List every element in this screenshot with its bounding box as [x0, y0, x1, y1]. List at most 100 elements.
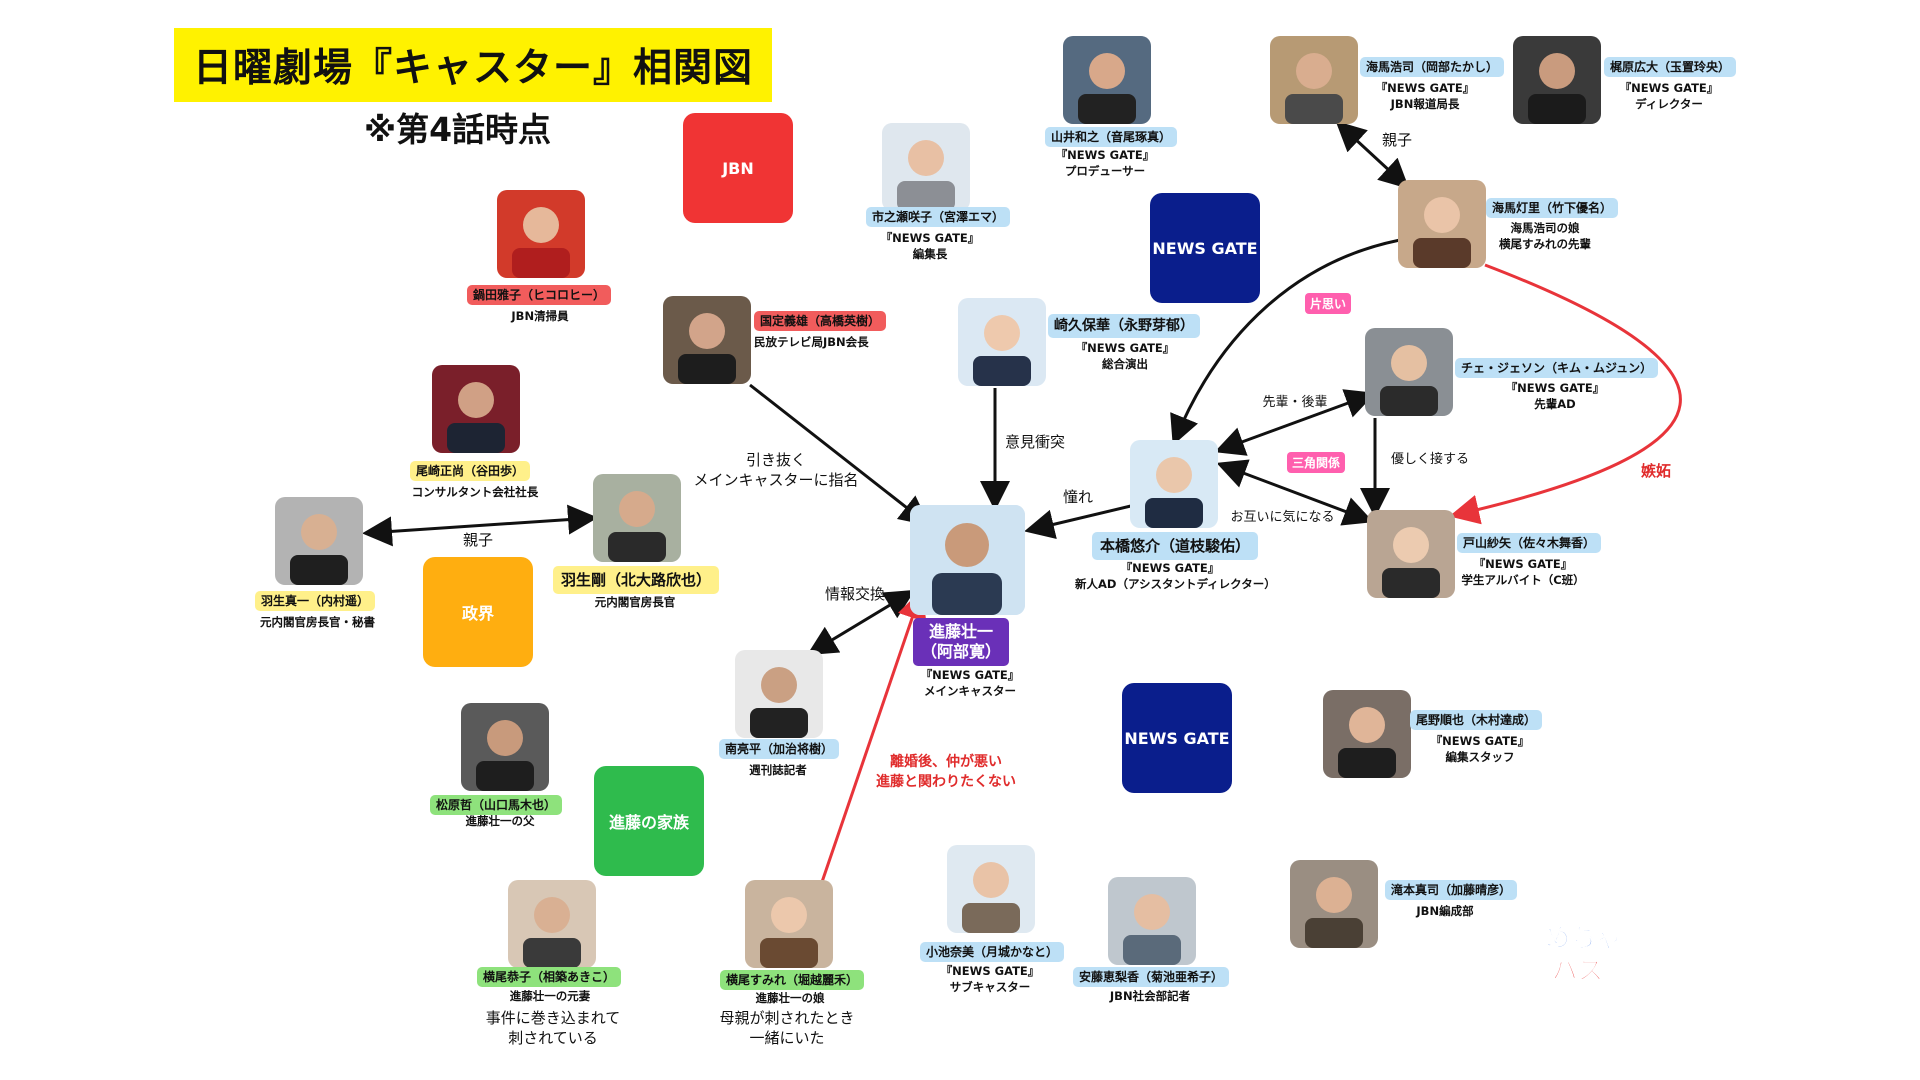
role-koike: 『NEWS GATE』 サブキャスター: [940, 964, 1040, 994]
name-kaiba-tomori: 海馬灯里（竹下優名）: [1486, 198, 1619, 218]
name-sakihisa: 崎久保華（永野芽郁）: [1048, 314, 1200, 338]
role-yokoo-sumire: 進藤壮一の娘: [755, 991, 825, 1005]
note-sumire: 母親が刺されたとき 一緒にいた: [719, 1009, 855, 1047]
role-kunisada: 民放テレビ局JBN会長: [754, 335, 869, 349]
chart-title: 日曜劇場『キャスター』相関図: [174, 28, 772, 102]
mechabuzz-logo: めちゃ バズ: [1540, 915, 1630, 987]
photo-kaiba-koji: [1270, 36, 1358, 124]
note-kyoko: 事件に巻き込まれて 刺されている: [485, 1009, 621, 1047]
label-sakihisa-shindo: 意見衝突: [1004, 433, 1065, 451]
arrow-kaiba-parent: [1335, 120, 1410, 190]
photo-yokoo-sumire: [745, 880, 833, 968]
photo-kunisada: [663, 296, 751, 384]
label-minami-shindo: 情報交換: [824, 585, 885, 603]
photo-yamai: [1063, 36, 1151, 124]
role-sakihisa: 『NEWS GATE』 総合演出: [1075, 341, 1175, 371]
name-toyama: 戸山紗矢（佐々木舞香）: [1457, 533, 1602, 553]
label-motohashi-shindo: 憧れ: [1062, 488, 1093, 506]
group-news-gate-1: NEWS GATE: [1150, 193, 1260, 303]
tag-sankaku: 三角関係: [1287, 452, 1346, 473]
arrow-motohashi-toyama: [1216, 459, 1374, 526]
arrow-choi-motohashi: [1214, 389, 1376, 456]
arrow-shitto: [1449, 263, 1682, 525]
name-kunisada: 国定義雄（高橋英樹）: [754, 311, 887, 331]
role-hanyu-shinichi: 元内閣官房長官・秘書: [260, 615, 375, 629]
group-family: 進藤の家族: [594, 766, 704, 876]
role-choi: 『NEWS GATE』 先輩AD: [1505, 381, 1605, 411]
arrow-kunisada-shindo: [749, 383, 930, 526]
photo-kaiba-tomori: [1398, 180, 1486, 268]
photo-hanyu-shinichi: [275, 497, 363, 585]
name-minami: 南亮平（加治将樹）: [719, 739, 840, 759]
name-koike: 小池奈美（月城かなと）: [920, 942, 1065, 962]
photo-ono: [1323, 690, 1411, 778]
chart-subtitle: ※第4話時点: [364, 110, 552, 149]
photo-takimoto: [1290, 860, 1378, 948]
role-shindo: 『NEWS GATE』 メインキャスター: [920, 668, 1020, 698]
role-matsubara: 進藤壮一の父: [465, 814, 535, 828]
arrow-sumire-shindo: [820, 589, 927, 883]
role-ozaki: コンサルタント会社社長: [411, 485, 539, 499]
role-kaiba-tomori: 海馬浩司の娘 横尾すみれの先輩: [1499, 221, 1591, 251]
photo-choi: [1365, 328, 1453, 416]
role-anjo: JBN社会部記者: [1109, 989, 1191, 1003]
name-kajiwara: 梶原広大（玉置玲央）: [1604, 57, 1737, 77]
name-yokoo-sumire: 横尾すみれ（堀越麗禾）: [720, 970, 865, 990]
name-choi: チェ・ジェソン（キム・ムジュン）: [1455, 358, 1659, 378]
arrow-kataomoi: [1170, 238, 1401, 446]
photo-yokoo-kyoko: [508, 880, 596, 968]
photo-kajiwara: [1513, 36, 1601, 124]
role-ichinose: 『NEWS GATE』 編集長: [880, 231, 980, 261]
photo-minami: [735, 650, 823, 738]
photo-anjo: [1108, 877, 1196, 965]
svg-text:バズ: バズ: [1552, 955, 1604, 985]
label-kunisada-shindo: 引き抜く メインキャスターに指名: [693, 451, 859, 489]
arrow-motohashi-shindo: [1024, 503, 1136, 540]
role-hanyu-takeshi: 元内閣官房長官: [594, 595, 676, 609]
name-kaiba-koji: 海馬浩司（岡部たかし）: [1360, 57, 1505, 77]
photo-motohashi: [1130, 440, 1218, 528]
name-motohashi: 本橋悠介（道枝駿佑）: [1092, 532, 1259, 560]
name-nabeta: 鍋田雅子（ヒコロヒー）: [467, 285, 612, 305]
svg-text:めちゃ: めちゃ: [1544, 924, 1622, 954]
role-yamai: 『NEWS GATE』 プロデューサー: [1055, 148, 1155, 178]
name-anjo: 安藤恵梨香（菊池亜希子）: [1073, 967, 1230, 987]
label-kaiba-parent: 親子: [1381, 131, 1412, 149]
group-news-gate-2: NEWS GATE: [1122, 683, 1232, 793]
name-hanyu-takeshi: 羽生剛（北大路欣也）: [553, 566, 720, 594]
photo-toyama: [1367, 510, 1455, 598]
name-ozaki: 尾崎正尚（谷田歩）: [410, 461, 531, 481]
role-toyama: 『NEWS GATE』 学生アルバイト（C班）: [1461, 557, 1585, 587]
photo-matsubara: [461, 703, 549, 791]
arrow-hanyu-parent: [362, 504, 598, 547]
name-yokoo-kyoko: 横尾恭子（相築あきこ）: [477, 967, 622, 987]
label-choi-motohashi: 先輩・後輩: [1262, 395, 1328, 410]
label-motohashi-toyama: お互いに気になる: [1230, 510, 1335, 525]
photo-shindo: [910, 505, 1025, 615]
photo-koike: [947, 845, 1035, 933]
photo-ozaki: [432, 365, 520, 453]
role-minami: 週刊誌記者: [749, 763, 807, 777]
name-yamai: 山井和之（音尾琢真）: [1045, 127, 1178, 147]
tag-kataomoi: 片思い: [1305, 293, 1352, 314]
group-jbn: JBN: [683, 113, 793, 223]
role-kaiba-koji: 『NEWS GATE』 JBN報道局長: [1375, 81, 1475, 111]
photo-sakihisa: [958, 298, 1046, 386]
photo-nabeta: [497, 190, 585, 278]
name-shindo: 進藤壮一 （阿部寛）: [913, 618, 1010, 666]
group-seikai: 政界: [423, 557, 533, 667]
role-nabeta: JBN清掃員: [511, 309, 569, 323]
role-ono: 『NEWS GATE』 編集スタッフ: [1430, 734, 1530, 764]
label-hanyu-parent: 親子: [462, 531, 493, 549]
name-takimoto: 滝本真司（加藤晴彦）: [1385, 880, 1518, 900]
photo-ichinose: [882, 123, 970, 211]
label-sumire-shindo: 離婚後、仲が悪い 進藤と関わりたくない: [876, 754, 1016, 790]
label-choi-toyama: 優しく接する: [1390, 452, 1469, 467]
role-takimoto: JBN編成部: [1416, 904, 1474, 918]
name-ichinose: 市之瀬咲子（宮澤エマ）: [866, 207, 1011, 227]
name-ono: 尾野順也（木村達成）: [1410, 710, 1543, 730]
photo-hanyu-takeshi: [593, 474, 681, 562]
role-kajiwara: 『NEWS GATE』 ディレクター: [1619, 81, 1719, 111]
role-motohashi: 『NEWS GATE』 新人AD（アシスタントディレクター）: [1075, 561, 1276, 591]
